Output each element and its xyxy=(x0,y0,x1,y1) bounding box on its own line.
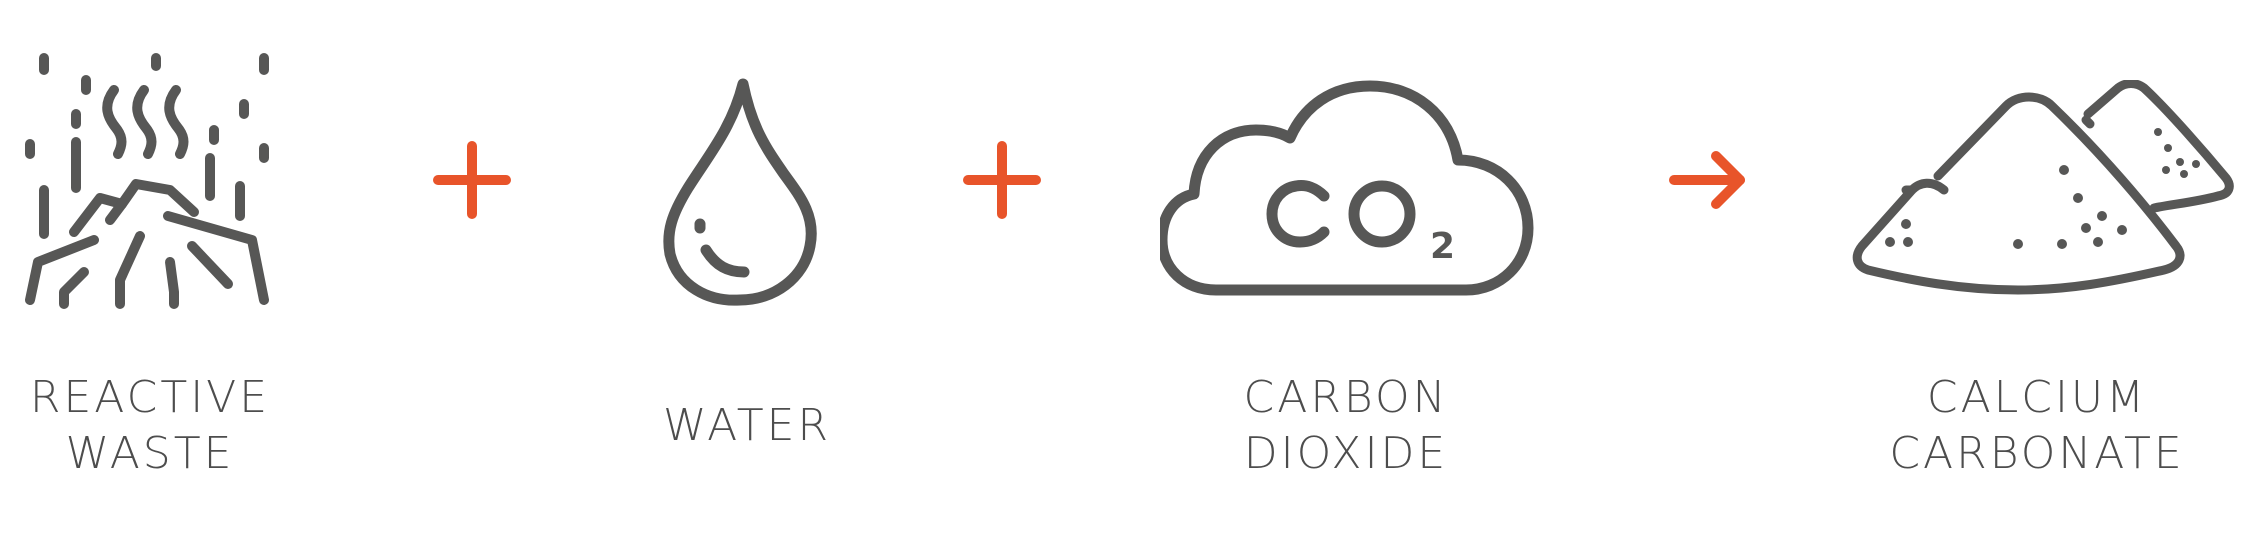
label-line: REACTIVE xyxy=(29,372,271,423)
plus-icon xyxy=(963,141,1041,219)
water-label: WATER xyxy=(663,398,831,454)
co2-subscript: 2 xyxy=(1430,226,1455,267)
reactive-waste-icon xyxy=(25,53,269,309)
label-line: CARBON xyxy=(1243,372,1449,423)
arrow-right-icon xyxy=(1669,151,1745,209)
calcium-carbonate-label: CALCIUM CARBONATE xyxy=(1889,370,2184,482)
carbon-dioxide-label: CARBON DIOXIDE xyxy=(1244,370,1449,482)
label-line: WATER xyxy=(662,400,832,451)
label-line: CALCIUM xyxy=(1926,372,2148,423)
plus-icon xyxy=(433,141,511,219)
calcium-carbonate-pile-icon xyxy=(1852,80,2234,295)
label-line: DIOXIDE xyxy=(1243,428,1449,479)
water-drop-icon xyxy=(663,78,817,306)
label-line: CARBONATE xyxy=(1889,428,2185,479)
reactive-waste-label: REACTIVE WASTE xyxy=(30,370,270,482)
label-line: WASTE xyxy=(65,428,235,479)
co2-cloud-icon: 2 xyxy=(1160,80,1534,296)
